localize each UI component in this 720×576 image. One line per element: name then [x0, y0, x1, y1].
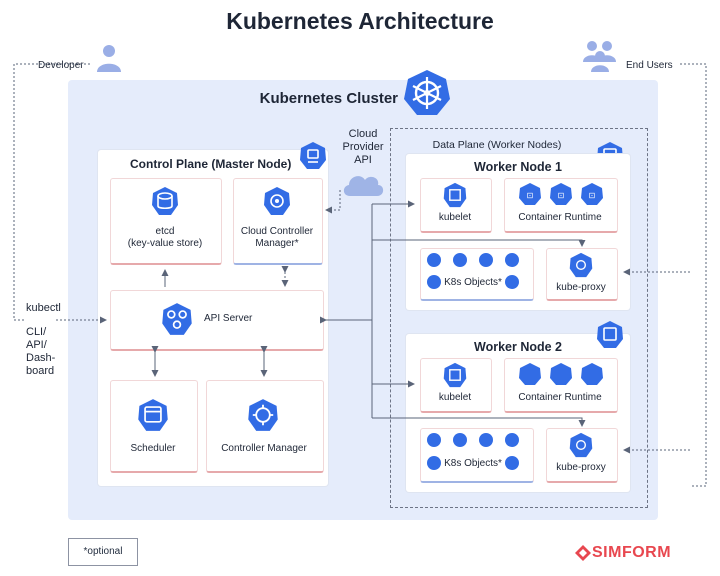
cli-label-line: CLI/ [26, 326, 47, 338]
svg-text:⊡: ⊡ [527, 191, 534, 200]
etcd-label: etcd (key-value store) [110, 226, 220, 250]
k8s-objects-1-icons [427, 253, 519, 289]
controller-manager-icon [248, 399, 278, 431]
k8s-objects-2-icons [427, 433, 519, 470]
kube-proxy-1-icon [569, 252, 593, 278]
cloud-controller-manager-icon [264, 187, 290, 215]
developer-icon [97, 45, 121, 72]
kubelet-2-icon [443, 362, 467, 388]
ccm-subtitle: Manager* [255, 238, 299, 249]
master-node-icon [300, 142, 326, 169]
api-server-component[interactable] [110, 290, 324, 351]
optional-footnote: *optional [68, 538, 138, 566]
kube-proxy-1-label: kube-proxy [556, 282, 606, 293]
developer-label: Developer [38, 60, 84, 71]
kubelet-1-label: kubelet [438, 212, 472, 223]
cli-label: CLI/ API/ Dash- board [26, 326, 55, 378]
kubectl-label: kubectl [26, 302, 61, 314]
svg-text:⊡: ⊡ [558, 191, 565, 200]
ccm-label: Cloud Controller Manager* [233, 226, 321, 250]
etcd-icon [152, 187, 178, 215]
worker-node-2-title: Worker Node 2 [474, 340, 562, 354]
control-plane-title: Control Plane (Master Node) [130, 157, 292, 171]
k8s-objects-1-label: K8s Objects* [444, 277, 502, 288]
kube-proxy-2-icon [569, 432, 593, 458]
worker-node-2-icon [597, 321, 623, 348]
page-title: Kubernetes Architecture [226, 8, 494, 34]
kubelet-2-label: kubelet [438, 392, 472, 403]
worker-node-1-title: Worker Node 1 [474, 160, 562, 174]
cloud-line-3: API [354, 154, 372, 166]
k8s-objects-2-label: K8s Objects* [444, 458, 502, 469]
svg-text:⊡: ⊡ [589, 191, 596, 200]
cloud-line-2: Provider [342, 141, 384, 153]
controller-manager-label: Controller Manager [221, 443, 307, 454]
container-runtime-1-label: Container Runtime [518, 212, 602, 223]
container-runtime-2-label: Container Runtime [518, 392, 602, 403]
api-label-line: API/ [26, 339, 47, 351]
controller-manager-component[interactable] [206, 380, 324, 473]
scheduler-label: Scheduler [130, 443, 176, 454]
end-users-label: End Users [626, 60, 673, 71]
etcd-subtitle: (key-value store) [127, 238, 203, 249]
kube-proxy-2-label: kube-proxy [556, 462, 606, 473]
cloud-line-1: Cloud [348, 128, 378, 140]
dashboard-label-line-1: Dash- [26, 352, 56, 364]
api-server-icon [162, 303, 192, 335]
simform-logo: SIMFORM [592, 544, 672, 561]
kubernetes-helm-icon [404, 70, 450, 115]
cloud-icon [343, 176, 384, 196]
etcd-title: etcd [155, 226, 175, 237]
end-users-icon [583, 41, 616, 72]
cluster-title: Kubernetes Cluster [259, 90, 398, 107]
simform-logo-icon [575, 545, 591, 561]
api-server-label: API Server [204, 313, 253, 324]
ccm-title: Cloud Controller [240, 226, 314, 237]
scheduler-icon [138, 399, 168, 431]
container-runtime-1-icons: ⊡ ⊡ ⊡ [519, 183, 603, 205]
cloud-provider-api-label: Cloud Provider API [340, 128, 386, 167]
data-plane-box [390, 128, 648, 508]
dashboard-label-line-2: board [26, 365, 55, 377]
container-runtime-2-icons [519, 363, 603, 385]
data-plane-title: Data Plane (Worker Nodes) [432, 139, 562, 151]
kubelet-1-icon [443, 182, 467, 208]
